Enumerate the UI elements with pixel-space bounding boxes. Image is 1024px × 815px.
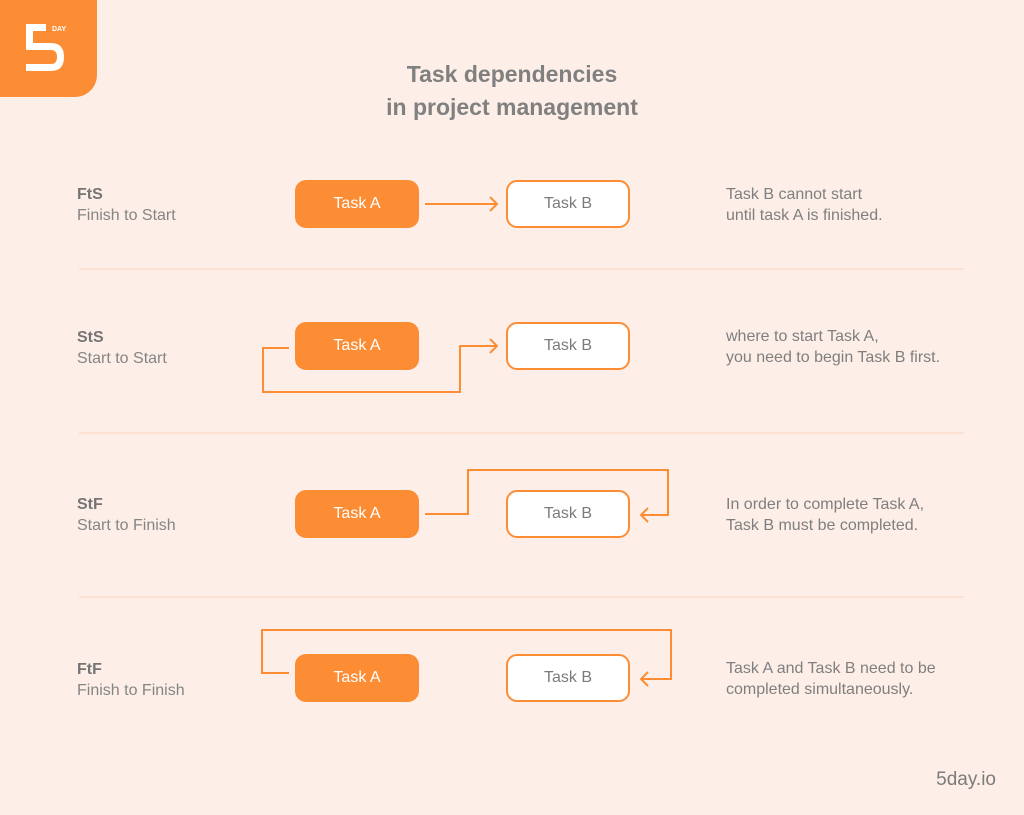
desc-line-1: where to start Task A, xyxy=(726,328,879,345)
row-description-ftf: Task A and Task B need to be completed s… xyxy=(726,658,936,700)
dependency-abbr: FtS xyxy=(77,186,103,203)
desc-line-2: completed simultaneously. xyxy=(726,681,914,698)
page-title: Task dependencies in project management xyxy=(0,58,1024,124)
five-day-logo-icon: DAY xyxy=(26,24,66,71)
row-label-fts: FtS Finish to Start xyxy=(77,184,176,226)
row-description-stf: In order to complete Task A, Task B must… xyxy=(726,494,924,536)
row-label-ftf: FtF Finish to Finish xyxy=(77,659,185,701)
row-description-sts: where to start Task A, you need to begin… xyxy=(726,326,940,368)
dependency-name: Start to Start xyxy=(77,350,167,367)
dependency-abbr: StS xyxy=(77,329,104,346)
fts-arrow-icon xyxy=(425,196,499,212)
desc-line-1: Task B cannot start xyxy=(726,186,863,203)
desc-line-2: until task A is finished. xyxy=(726,207,883,224)
desc-line-1: In order to complete Task A, xyxy=(726,496,925,513)
dependency-name: Start to Finish xyxy=(77,517,176,534)
row-divider xyxy=(79,596,964,598)
row-label-stf: StF Start to Finish xyxy=(77,494,176,536)
task-a-box: Task A xyxy=(295,180,419,228)
task-a-box: Task A xyxy=(295,654,419,702)
row-divider xyxy=(79,432,964,434)
dependency-name: Finish to Finish xyxy=(77,682,185,699)
row-label-sts: StS Start to Start xyxy=(77,327,167,369)
desc-line-2: Task B must be completed. xyxy=(726,517,919,534)
brand-logo: DAY xyxy=(0,0,97,97)
task-b-box: Task B xyxy=(506,654,630,702)
title-line-1: Task dependencies xyxy=(406,61,618,87)
task-a-box: Task A xyxy=(295,322,419,370)
desc-line-2: you need to begin Task B first. xyxy=(726,349,941,366)
row-divider xyxy=(79,268,964,270)
dependency-abbr: StF xyxy=(77,496,103,513)
task-b-box: Task B xyxy=(506,180,630,228)
footer-site: 5day.io xyxy=(936,769,996,790)
dependency-name: Finish to Start xyxy=(77,207,176,224)
task-b-box: Task B xyxy=(506,490,630,538)
task-b-box: Task B xyxy=(506,322,630,370)
dependency-abbr: FtF xyxy=(77,661,102,678)
title-line-2: in project management xyxy=(386,94,638,120)
row-description-fts: Task B cannot start until task A is fini… xyxy=(726,184,883,226)
task-a-box: Task A xyxy=(295,490,419,538)
desc-line-1: Task A and Task B need to be xyxy=(726,660,936,677)
svg-text:DAY: DAY xyxy=(52,26,66,33)
